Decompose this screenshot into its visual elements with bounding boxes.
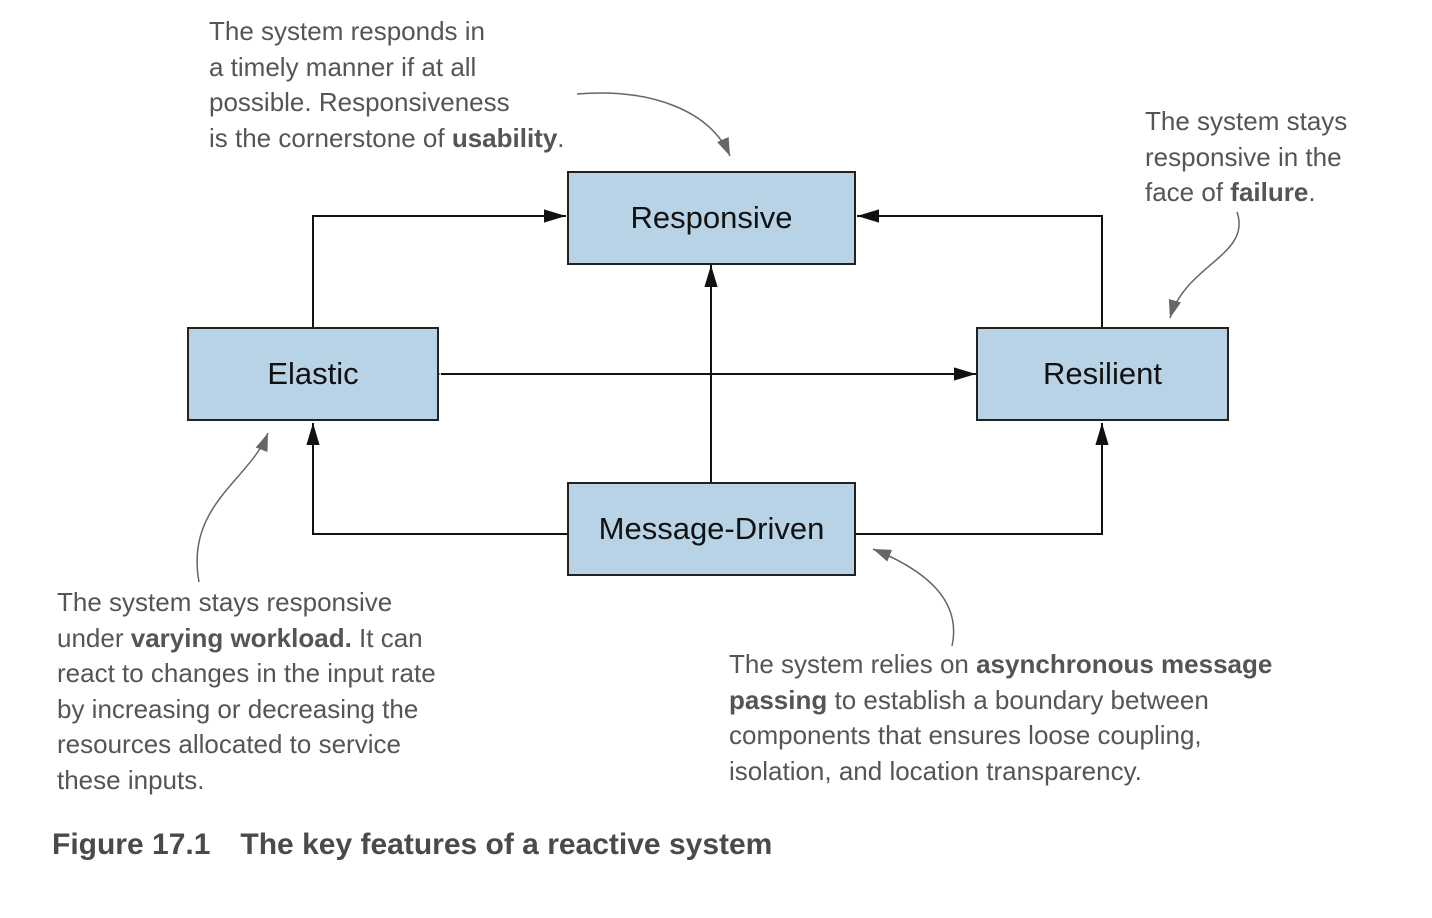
note-resilient: The system stays responsive in the face … bbox=[1145, 104, 1347, 211]
annotation-arrow-responsive bbox=[576, 92, 731, 157]
note-line: passing to establish a boundary between bbox=[729, 683, 1272, 719]
annotation-arrow-message-driven bbox=[872, 548, 955, 647]
connector-message-driven-to-elastic bbox=[306, 423, 567, 535]
note-text: is the cornerstone of bbox=[209, 122, 452, 153]
note-line: isolation, and location transparency. bbox=[729, 755, 1142, 786]
connector-message-driven-to-resilient bbox=[856, 423, 1109, 535]
figure-title: The key features of a reactive system bbox=[240, 828, 773, 861]
note-line: is the cornerstone of usability. bbox=[209, 121, 565, 157]
note-text: It can bbox=[351, 622, 423, 653]
note-line: The system stays responsive bbox=[57, 587, 393, 617]
note-text: face of bbox=[1145, 177, 1231, 207]
note-message-driven: The system relies on asynchronous messag… bbox=[729, 647, 1272, 789]
note-emphasis: passing bbox=[729, 684, 828, 715]
figure-caption: Figure 17.1 The key features of a reactiv… bbox=[52, 828, 772, 862]
connector-resilient-to-responsive bbox=[857, 209, 1103, 328]
note-text: The system relies on bbox=[729, 649, 977, 679]
note-line: these inputs. bbox=[57, 764, 205, 795]
node-message-driven-label: Message-Driven bbox=[598, 511, 825, 546]
note-elastic: The system stays responsive under varyin… bbox=[57, 585, 436, 798]
note-emphasis: usability bbox=[451, 122, 558, 153]
note-text: under bbox=[57, 622, 131, 653]
annotation-arrow-elastic bbox=[196, 432, 269, 583]
note-line: under varying workload. It can bbox=[57, 621, 436, 657]
note-line: face of failure. bbox=[1145, 175, 1347, 211]
note-line: The system relies on asynchronous messag… bbox=[729, 647, 1272, 683]
note-line: possible. Responsiveness bbox=[209, 87, 510, 117]
note-line: The system responds in bbox=[209, 16, 486, 46]
note-line: by increasing or decreasing the bbox=[57, 693, 419, 724]
note-line: react to changes in the input rate bbox=[57, 658, 436, 688]
note-line: resources allocated to service bbox=[57, 729, 401, 759]
node-responsive-label: Responsive bbox=[630, 200, 793, 235]
note-emphasis: asynchronous message bbox=[976, 649, 1273, 679]
node-elastic-label: Elastic bbox=[267, 356, 359, 391]
note-text: . bbox=[557, 122, 565, 153]
note-line: components that ensures loose coupling, bbox=[729, 720, 1202, 750]
node-resilient: Resilient bbox=[976, 327, 1229, 421]
note-line: a timely manner if at all bbox=[209, 51, 477, 82]
connector-elastic-to-responsive bbox=[312, 209, 566, 328]
note-emphasis: varying workload. bbox=[130, 622, 352, 653]
node-resilient-label: Resilient bbox=[1043, 356, 1162, 391]
annotation-arrow-resilient bbox=[1168, 211, 1240, 319]
note-line: responsive in the bbox=[1145, 141, 1342, 172]
note-line: The system stays bbox=[1145, 106, 1348, 136]
note-emphasis: failure bbox=[1230, 177, 1309, 207]
node-elastic: Elastic bbox=[187, 327, 439, 421]
note-text: to establish a boundary between bbox=[827, 684, 1209, 715]
node-responsive: Responsive bbox=[567, 171, 856, 265]
note-text: . bbox=[1308, 177, 1316, 207]
node-message-driven: Message-Driven bbox=[567, 482, 856, 576]
figure-number: Figure 17.1 bbox=[52, 828, 211, 861]
note-responsive: The system responds in a timely manner i… bbox=[209, 14, 565, 156]
